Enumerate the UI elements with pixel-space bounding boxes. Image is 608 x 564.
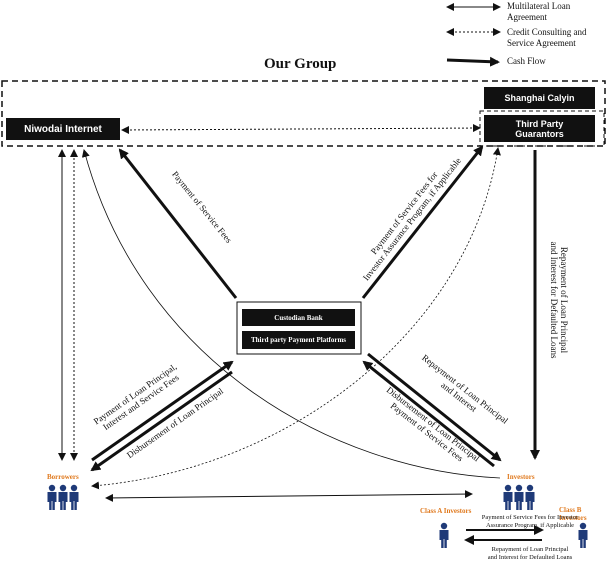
guarantors-label-line2: Guarantors [515,128,564,139]
class-repay-line2: and Interest for Defaulted Loans [487,554,573,561]
legend-cashflow-arrow [446,56,500,67]
our-group-boundary [1,80,606,147]
class-repay-label: Repayment of Loan Principal and Interest… [462,546,598,562]
investors-label: Investors [507,473,535,481]
shanghai-calyin-node: Shanghai Calyin [484,87,595,109]
class-fees-label: Payment of Service Fees for Investor Ass… [462,514,598,530]
guarantors-label-line1: Third Party [515,118,564,129]
class-fees-line1: Payment of Service Fees for Investor [481,514,579,521]
third-party-guarantors-node: Third Party Guarantors [484,115,595,142]
class-b-investors-label: Class B Investors [559,506,587,522]
legend-cashflow-label: Cash Flow [507,56,546,66]
class-a-investors-icon [439,522,449,549]
niwodai-guarantors-agreement-arrow [121,124,481,134]
custodian-bank-node: Custodian Bank [242,309,355,326]
investors-icon [503,484,535,511]
class-a-investors-label: Class A Investors [420,507,472,515]
third-party-payment-platforms-node: Third party Payment Platforms [242,331,355,349]
borrowers-label: Borrowers [47,473,79,481]
defaulted-repayment-line2: and Interest for Defaulted Loans [549,241,559,359]
defaulted-repayment-line1: Repayment of Loan Principal [559,246,569,354]
defaulted-repayment-label: Repayment of Loan Principal and Interest… [549,230,569,370]
legend-multilateral-label: Multilateral Loan Agreement [507,1,571,22]
group-title: Our Group [264,56,337,72]
borrowers-icon [47,484,79,511]
niwodai-internet-node: Niwodai Internet [6,118,120,140]
class-repay-line1: Repayment of Loan Principal [491,546,569,553]
borrower-investor-loan-agreement [105,490,473,502]
guarantors-boundary [479,110,605,147]
class-fees-line2: Assurance Program, if Applicable [485,522,575,529]
assurance-cashflow [361,145,484,299]
legend-consulting-label: Credit Consulting and Service Agreement [507,27,587,48]
